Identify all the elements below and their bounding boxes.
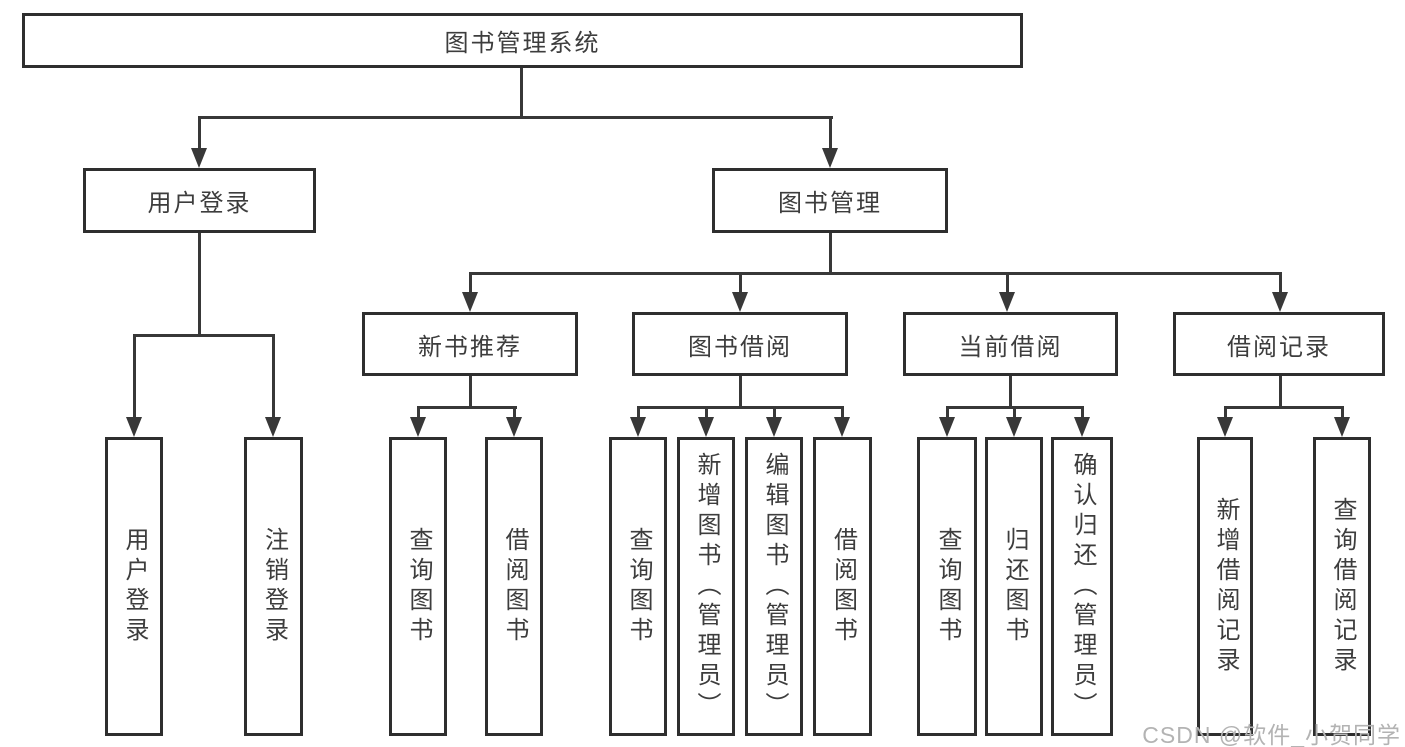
connector-drop-leaf [841,406,844,420]
connector-book-borrow-stem [739,375,742,409]
connector-drop-level3 [739,272,742,294]
arrowhead-down-icon [265,417,281,437]
arrowhead-down-icon [1217,417,1233,437]
node-book-management: 图书管理 [712,168,948,233]
leaf-label: 确认归还（管理员） [1069,451,1096,722]
node-label: 图书管理系统 [444,30,601,57]
connector-drop-level3 [1279,272,1282,294]
leaf-label: 注销登录 [260,526,288,647]
connector-book-borrow-hbar [637,406,844,409]
leaf-node-borrow-books-2: 借阅图书 [813,437,872,736]
connector-drop-leaf [1341,406,1344,420]
arrowhead-down-icon [1334,417,1350,437]
leaf-label: 查询借阅记录 [1329,496,1356,677]
connector-borrow-records-stem [1279,375,1282,409]
leaf-node-borrow-books-1: 借阅图书 [485,437,543,736]
leaf-label: 查询图书 [934,526,961,647]
node-user-login: 用户登录 [83,168,316,233]
node-label: 新书推荐 [418,333,522,361]
connector-new-book-hbar [417,406,517,409]
connector-drop-leaf [417,406,420,420]
arrowhead-down-icon [999,292,1015,312]
leaf-label: 借阅图书 [501,526,528,647]
node-current-borrow: 当前借阅 [903,312,1118,376]
node-label: 当前借阅 [958,333,1063,361]
arrowhead-down-icon [462,292,478,312]
leaf-node-query-books-2: 查询图书 [609,437,667,736]
connector-drop-leaf [773,406,776,420]
connector-drop-leaf [272,334,275,418]
node-new-book-recommend: 新书推荐 [362,312,578,376]
connector-drop-leaf [1013,406,1016,420]
leaf-node-confirm-return-admin: 确认归还（管理员） [1051,437,1113,736]
node-label: 借阅记录 [1227,333,1331,361]
arrowhead-down-icon [630,417,646,437]
node-library-system-root: 图书管理系统 [22,13,1023,68]
node-label: 图书管理 [778,190,882,217]
arrowhead-down-icon [698,417,714,437]
arrowhead-down-icon [939,417,955,437]
connector-drop-leaf [946,406,949,420]
csdn-watermark: CSDN @软件_小贺同学 [1142,722,1401,747]
leaf-label: 用户登录 [121,526,148,647]
leaf-label: 编辑图书（管理员） [761,451,788,722]
arrowhead-down-icon [410,417,426,437]
connector-new-book-stem [469,375,472,409]
arrowhead-down-icon [1006,417,1022,437]
connector-drop-leaf [1224,406,1227,420]
arrowhead-down-icon [126,417,142,437]
arrowhead-down-icon [766,417,782,437]
leaf-node-edit-books-admin: 编辑图书（管理员） [745,437,803,736]
connector-drop-level3 [469,272,472,294]
arrowhead-down-icon [1272,292,1288,312]
leaf-node-add-books-admin: 新增图书（管理员） [677,437,735,736]
connector-user-login-hbar [133,334,275,337]
connector-drop-leaf [133,334,136,418]
leaf-label: 查询图书 [405,526,432,647]
leaf-label: 新增图书（管理员） [693,451,720,722]
node-borrow-records: 借阅记录 [1173,312,1385,376]
connector-level3-hbar [469,272,1282,275]
leaf-label: 新增借阅记录 [1212,496,1239,677]
leaf-node-add-borrow-record: 新增借阅记录 [1197,437,1253,736]
node-label: 图书借阅 [688,333,792,361]
arrowhead-down-icon [822,148,838,168]
connector-drop-leaf [637,406,640,420]
leaf-node-user-login: 用户登录 [105,437,163,736]
leaf-node-query-borrow-record: 查询借阅记录 [1313,437,1371,736]
leaf-label: 借阅图书 [829,526,857,647]
connector-borrow-records-hbar [1224,406,1344,409]
connector-root-stem [520,68,523,118]
connector-user-login-stem [198,232,201,337]
leaf-label: 归还图书 [1001,526,1028,647]
leaf-node-return-books: 归还图书 [985,437,1043,736]
arrowhead-down-icon [732,292,748,312]
arrowhead-down-icon [506,417,522,437]
arrowhead-down-icon [1074,417,1090,437]
arrowhead-down-icon [191,148,207,168]
connector-book-management-stem [829,232,832,275]
node-label: 用户登录 [147,190,252,217]
connector-level1-hbar [198,116,833,119]
leaf-label: 查询图书 [625,526,652,647]
leaf-node-query-books-1: 查询图书 [389,437,447,736]
connector-drop-user-login [198,116,201,150]
connector-drop-level3 [1006,272,1009,294]
connector-drop-leaf [513,406,516,420]
leaf-node-logout: 注销登录 [244,437,303,736]
arrowhead-down-icon [834,417,850,437]
connector-current-borrow-stem [1009,375,1012,409]
connector-drop-leaf [1081,406,1084,420]
node-book-borrow: 图书借阅 [632,312,848,376]
connector-drop-leaf [705,406,708,420]
leaf-node-query-books-3: 查询图书 [917,437,977,736]
connector-drop-book-management [829,116,832,150]
